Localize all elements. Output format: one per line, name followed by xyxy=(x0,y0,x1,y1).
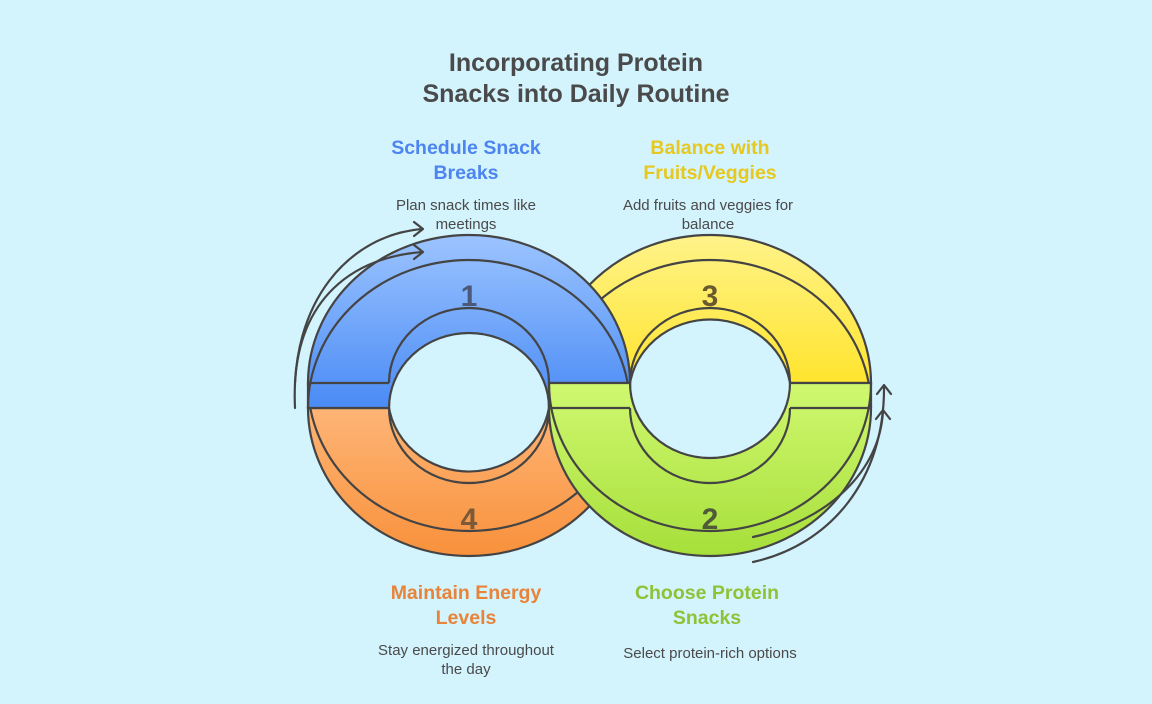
segment-1-inner-lip xyxy=(387,306,551,384)
step-4-desc-line-1: Stay energized throughout xyxy=(378,642,554,659)
step-1-desc-line-1: Plan snack times like xyxy=(395,197,537,214)
arrow-head-right-outer-icon xyxy=(875,383,893,396)
segment-3-inner-lip xyxy=(628,306,792,384)
segment-2-inner-lip xyxy=(628,407,792,485)
step-2-title-line-2: Snacks xyxy=(672,607,742,629)
step-1-number: 1 xyxy=(461,280,478,313)
step-4-desc-line-2: the day xyxy=(441,660,491,678)
segment-1-outer-lip xyxy=(306,258,632,409)
step-2-desc-line-1: Select protein-rich options xyxy=(623,645,797,662)
segment-1-fill xyxy=(306,233,632,410)
step-1-title-line-2: Breaks xyxy=(433,162,499,184)
step-2-title: Choose Protein Snacks xyxy=(587,581,827,631)
diagram-title: Incorporating Protein Snacks into Daily … xyxy=(376,48,776,110)
step-1-title: Schedule Snack Breaks xyxy=(346,136,586,186)
step-2-number: 2 xyxy=(702,503,719,536)
step-3-title: Balance with Fruits/Veggies xyxy=(590,136,830,186)
step-2-title-line-1: Choose Protein xyxy=(634,582,780,604)
step-3-title-line-1: Balance with xyxy=(650,137,770,159)
step-3-number: 3 xyxy=(702,280,719,313)
step-2-description: Select protein-rich options xyxy=(590,645,830,664)
segment-2-outer-lip xyxy=(547,382,873,533)
cycle-arrow-right-inner xyxy=(751,409,885,539)
step-4-title-line-2: Levels xyxy=(435,607,497,629)
title-line-2: Snacks into Daily Routine xyxy=(422,80,730,108)
segment-2-green xyxy=(547,381,873,558)
segment-2-fill xyxy=(547,381,873,558)
step-4-title: Maintain Energy Levels xyxy=(346,581,586,631)
title-line-1: Incorporating Protein xyxy=(448,49,704,77)
step-3-desc-line-2: balance xyxy=(681,215,735,233)
step-1-title-line-1: Schedule Snack xyxy=(391,137,541,159)
step-4-number: 4 xyxy=(461,503,478,536)
step-4-description: Stay energized throughout the day xyxy=(346,642,586,679)
step-3-description: Add fruits and veggies for balance xyxy=(588,197,828,234)
cycle-arrow-left-inner xyxy=(293,250,424,384)
step-4-title-line-1: Maintain Energy xyxy=(390,582,542,604)
arrow-head-left-outer-icon xyxy=(412,220,425,238)
step-1-desc-line-2: meetings xyxy=(435,215,497,233)
step-3-desc-line-1: Add fruits and veggies for xyxy=(622,197,794,214)
segment-4-inner-lip xyxy=(387,407,551,485)
step-3-title-line-2: Fruits/Veggies xyxy=(643,162,777,184)
step-1-description: Plan snack times like meetings xyxy=(346,197,586,234)
segment-1-blue xyxy=(306,233,632,410)
arrow-head-left-inner-icon xyxy=(412,243,425,261)
arrow-head-right-inner-icon xyxy=(874,408,892,421)
